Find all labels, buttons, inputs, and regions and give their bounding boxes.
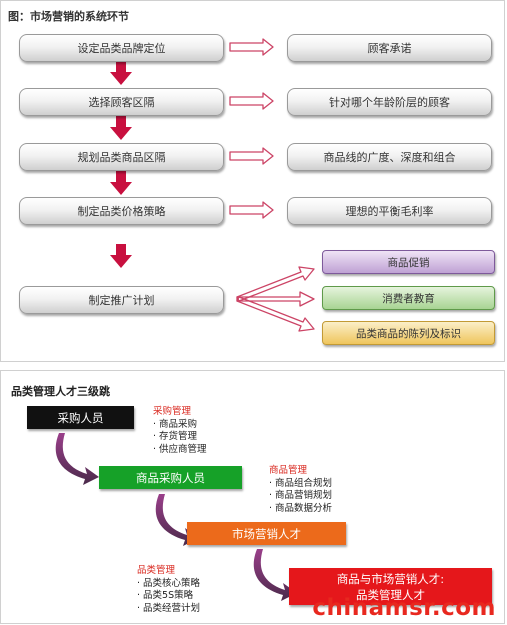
group-item: · 商品营销规划: [269, 490, 333, 501]
panel2-title: 品类管理人才三级跳: [11, 385, 110, 398]
stage-merchandise-buyer: 商品采购人员: [99, 466, 242, 489]
stage-category-management-talent: 商品与市场营销人才: 品类管理人才: [289, 568, 492, 605]
right-arrow-icon: [229, 147, 274, 165]
site-watermark: chinamsr.com: [312, 595, 496, 621]
fan-arrow-mid-icon: [236, 291, 315, 307]
panel1-title: 图：市场营销的系统环节: [8, 10, 129, 23]
group-item: · 商品组合规划: [269, 477, 333, 489]
down-arrow-icon: [110, 116, 132, 140]
step-brand-positioning: 设定品类品牌定位: [19, 34, 224, 62]
curved-arrow-icon: [55, 433, 99, 485]
group-item: · 品类经营计划: [137, 602, 201, 614]
right-arrow-icon: [229, 92, 274, 110]
group-item: · 供应商管理: [153, 443, 207, 455]
group-title: 品类管理: [137, 565, 176, 576]
product-management-group: 商品管理 · 商品组合规划 · 商品营销规划 · 商品数据分析: [269, 465, 332, 515]
stage4-line2: 品类管理人才: [356, 587, 425, 602]
step-promotion-plan: 制定推广计划: [19, 286, 224, 314]
group-title: 商品管理: [269, 465, 308, 476]
curved-arrow-icon: [253, 549, 297, 601]
right-arrow-icon: [229, 201, 274, 219]
down-arrow-icon: [110, 244, 132, 268]
down-arrow-icon: [110, 61, 132, 85]
talent-ladder-panel: 品类管理人才三级跳 采购人员 商品采购人员 市场营销人才 商品与市场营销人才: …: [0, 370, 505, 624]
marketing-system-panel: 图：市场营销的系统环节 设定品类品牌定位 选择顾客区隔 规划品类商品区隔 制定品…: [0, 0, 505, 362]
group-item: · 品类核心策略: [137, 577, 201, 589]
fan-arrow-bottom-icon: [236, 296, 315, 332]
option-display-signage: 品类商品的陈列及标识: [322, 321, 495, 345]
option-consumer-education: 消费者教育: [322, 286, 495, 310]
down-arrow-icon: [110, 171, 132, 195]
step-product-segment: 规划品类商品区隔: [19, 143, 224, 171]
right-arrows-layer: [229, 38, 315, 332]
group-item: · 商品数据分析: [269, 502, 333, 514]
purchasing-management-group: 采购管理 · 商品采购 · 存货管理 · 供应商管理: [153, 406, 207, 456]
group-item: · 商品采购: [153, 418, 198, 430]
stage4-line1: 商品与市场营销人才:: [336, 571, 445, 586]
step-customer-segment: 选择顾客区隔: [19, 88, 224, 116]
option-promotion: 商品促销: [322, 250, 495, 274]
result-margin: 理想的平衡毛利率: [287, 197, 492, 225]
group-item: · 品类5S策略: [137, 590, 194, 601]
result-customer-promise: 顾客承诺: [287, 34, 492, 62]
result-target-age-group: 针对哪个年龄阶层的顾客: [287, 88, 492, 116]
group-title: 采购管理: [153, 406, 192, 417]
stage-marketing-talent: 市场营销人才: [187, 522, 346, 545]
right-arrow-icon: [229, 38, 274, 56]
fan-arrow-top-icon: [236, 266, 315, 302]
stage-buyer: 采购人员: [27, 406, 134, 429]
category-management-group: 品类管理 · 品类核心策略 · 品类5S策略 · 品类经营计划: [137, 565, 200, 615]
group-item: · 存货管理: [153, 431, 198, 442]
step-pricing-strategy: 制定品类价格策略: [19, 197, 224, 225]
result-product-line: 商品线的广度、深度和组合: [287, 143, 492, 171]
